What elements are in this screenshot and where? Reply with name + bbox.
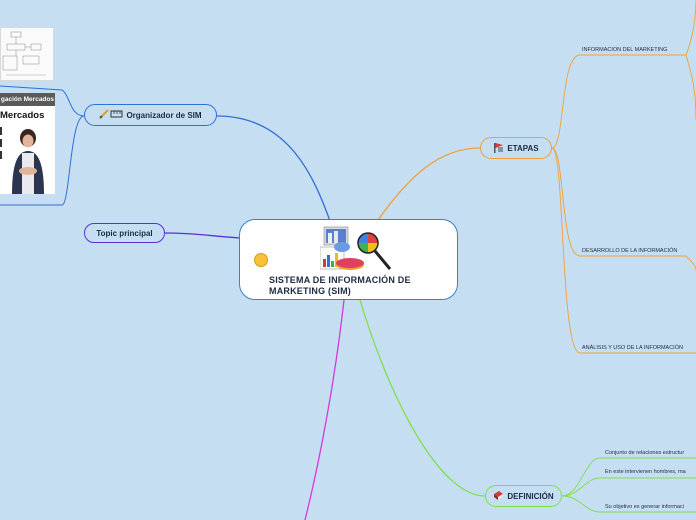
node-organizador-label: Organizador de SIM bbox=[126, 110, 202, 120]
definicion-child-1[interactable]: Conjunto de relaciones estructur bbox=[605, 450, 685, 456]
definicion-child-3[interactable]: Su objetivo es generar informaci bbox=[605, 504, 684, 510]
branch-etapas bbox=[377, 147, 481, 221]
branch-definicion-1 bbox=[561, 457, 696, 497]
branch-organizador-left2 bbox=[0, 115, 85, 206]
node-etapas[interactable]: ETAPAS bbox=[480, 137, 552, 159]
branch-definicion-3 bbox=[561, 495, 696, 513]
pencil-ruler-icon bbox=[99, 109, 123, 121]
branch-topic bbox=[164, 232, 241, 239]
central-topic[interactable]: SISTEMA DE INFORMACIÓN DE MARKETING (SIM… bbox=[239, 219, 458, 300]
branch-etapas-1 bbox=[551, 0, 696, 149]
definicion-child-2[interactable]: En este intervienen hombres, ma bbox=[605, 469, 686, 475]
central-title: SISTEMA DE INFORMACIÓN DE MARKETING (SIM… bbox=[269, 275, 411, 296]
etapas-child-2[interactable]: DESARROLLO DE LA INFORMACIÓN bbox=[582, 248, 678, 254]
etapas-child-3[interactable]: ANÁLISIS Y USO DE LA INFORMACIÓN bbox=[582, 345, 683, 351]
flowchart-icon bbox=[2, 31, 46, 76]
branch-etapas-3 bbox=[551, 147, 696, 354]
branch-definicion-2 bbox=[561, 477, 696, 497]
presenter-photo bbox=[0, 127, 44, 194]
node-definicion-label: DEFINICIÓN bbox=[507, 491, 554, 501]
organizador-image[interactable]: gación Mercados Mercados bbox=[0, 93, 55, 194]
branch-organizador bbox=[216, 115, 331, 222]
branch-etapas-1b bbox=[685, 54, 696, 121]
branch-definicion bbox=[359, 299, 486, 497]
branch-magenta bbox=[304, 299, 345, 520]
node-organizador[interactable]: Organizador de SIM bbox=[84, 104, 217, 126]
emoji-smile-icon bbox=[254, 253, 268, 267]
node-etapas-label: ETAPAS bbox=[507, 143, 539, 153]
node-definicion[interactable]: DEFINICIÓN bbox=[485, 485, 562, 507]
book-icon bbox=[493, 490, 504, 503]
image-banner: gación Mercados bbox=[0, 93, 55, 106]
image-heading: Mercados bbox=[0, 110, 45, 121]
flag-icon bbox=[493, 142, 504, 155]
node-topic-principal[interactable]: Topic principal bbox=[84, 223, 165, 243]
etapas-child-1[interactable]: INFORMACION DEL MARKETING bbox=[582, 47, 668, 53]
branch-organizador-left bbox=[0, 85, 85, 117]
node-topic-label: Topic principal bbox=[96, 228, 153, 238]
chart-collage-icon bbox=[320, 226, 392, 270]
diagram-thumbnail[interactable] bbox=[0, 27, 54, 81]
